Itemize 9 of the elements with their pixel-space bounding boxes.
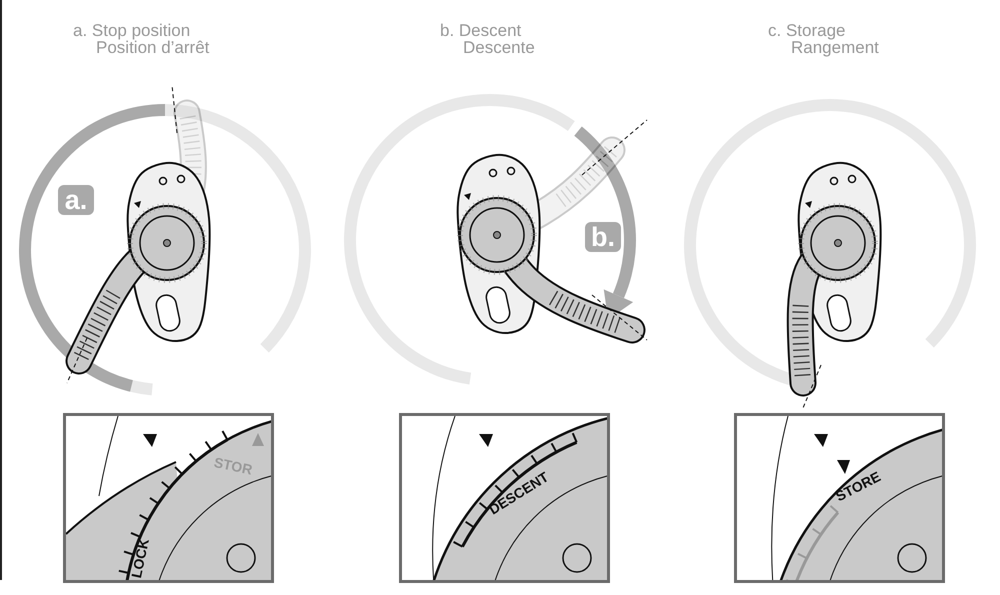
step-badge: a.	[58, 185, 94, 215]
caption-text: c. Storage	[768, 22, 846, 40]
caption-text: b. Descent	[440, 22, 522, 40]
dial-label: LOCK	[128, 537, 152, 580]
step-badge: b.	[585, 222, 621, 252]
caption-text: a. Stop position	[73, 22, 190, 40]
caption-text: Rangement	[791, 39, 879, 57]
caption-text: Position d’arrêt	[96, 39, 210, 57]
caption-text: Descente	[463, 39, 535, 57]
